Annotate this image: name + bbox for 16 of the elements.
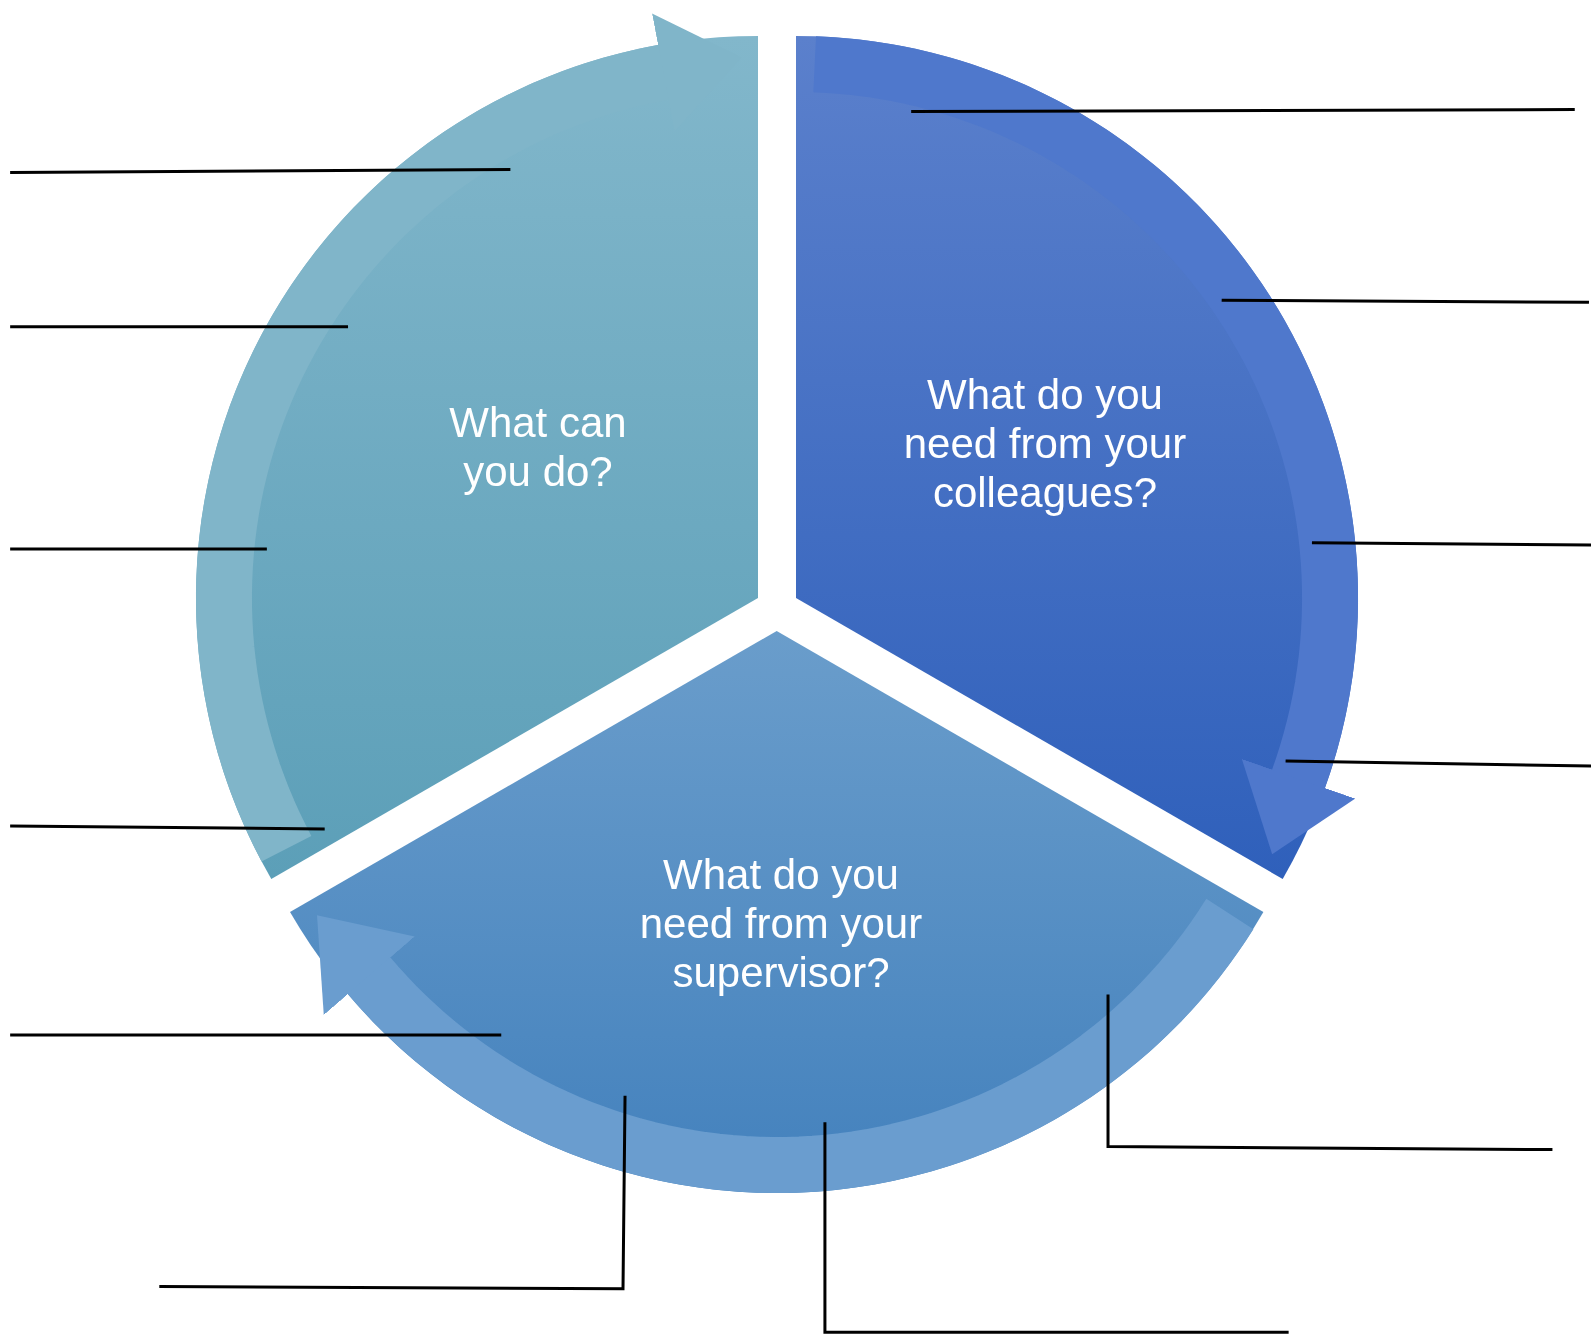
leader-line [1285,759,1591,768]
leader-line [1106,994,1553,1152]
leader-line [1221,298,1589,304]
segment-question: What can you do? [448,398,628,496]
curved-arrow [317,897,1254,1193]
leader-line [10,824,325,831]
leader-line [10,325,349,329]
leader-line [10,1033,502,1037]
leader-line [159,1095,627,1291]
segment-question: What do you need from your supervisor? [638,849,924,997]
leader-line [823,1122,1289,1334]
leader-line [10,547,267,551]
leader-line [10,167,511,174]
leader-line [911,108,1575,114]
leader-line [1311,541,1591,547]
segment-question: What do you need from your colleagues? [902,369,1188,517]
